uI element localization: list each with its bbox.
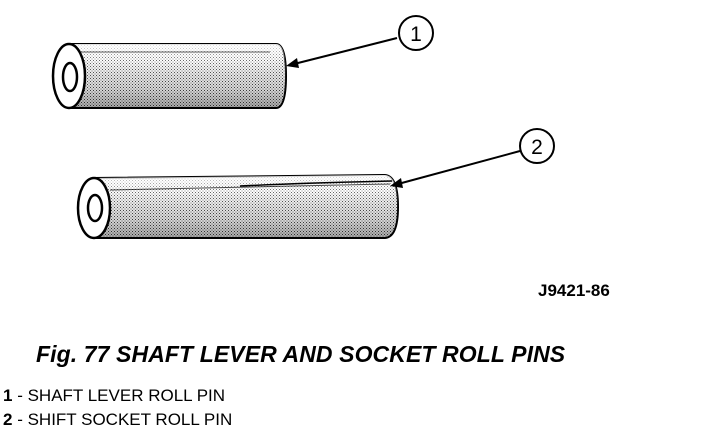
figure-title: Fig. 77 SHAFT LEVER AND SOCKET ROLL PINS: [36, 341, 566, 367]
shaft-lever-roll-pin: [51, 42, 288, 110]
legend-item-separator: -: [12, 386, 28, 405]
legend-item-number: 2: [3, 410, 13, 429]
callout-1: 1: [286, 15, 434, 68]
callout-2-number: 2: [531, 136, 543, 159]
legend-item-label: SHIFT SOCKET ROLL PIN: [27, 410, 233, 429]
legend-item-number: 1: [3, 386, 13, 405]
shift-socket-roll-pin: [76, 173, 400, 240]
legend-item: 2 - SHIFT SOCKET ROLL PIN: [3, 408, 232, 432]
callout-2: 2: [390, 128, 555, 188]
legend-item: 1 - SHAFT LEVER ROLL PIN: [3, 384, 232, 408]
parts-legend: 1 - SHAFT LEVER ROLL PIN 2 - SHIFT SOCKE…: [3, 384, 232, 432]
callout-1-number: 1: [410, 23, 422, 46]
figure-code: J9421-86: [538, 281, 610, 300]
legend-item-separator: -: [12, 410, 28, 429]
legend-item-label: SHAFT LEVER ROLL PIN: [27, 386, 226, 405]
roll-pins-illustration: 1 2 J9421-86: [51, 15, 610, 300]
